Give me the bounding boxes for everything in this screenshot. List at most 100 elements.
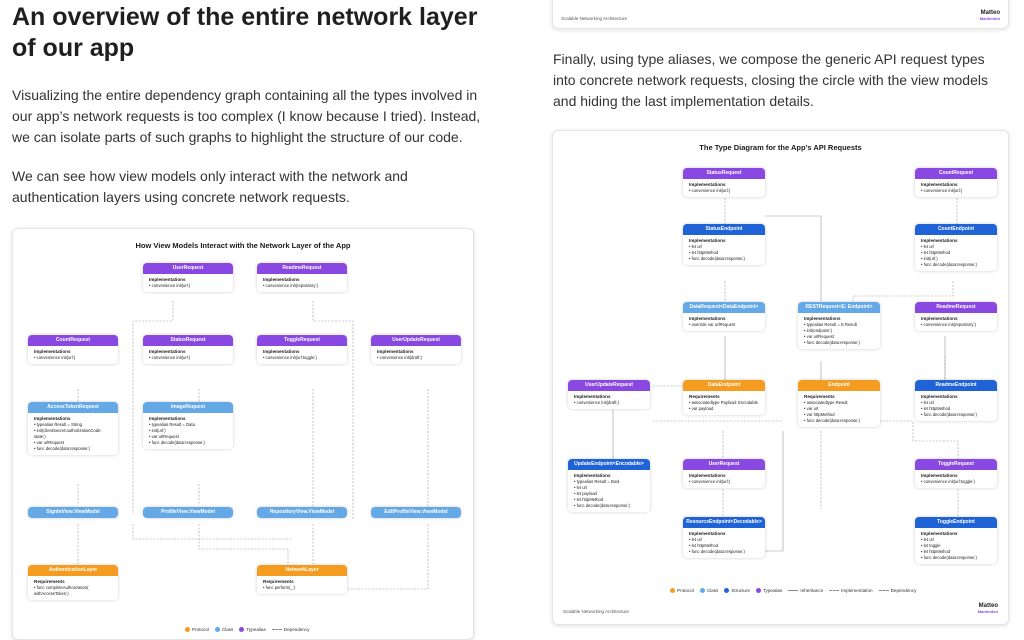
node-header: AccessTokenRequest (28, 402, 118, 413)
legend-dot-icon (239, 627, 245, 632)
paragraph-view-models: We can see how view models only interact… (12, 168, 408, 205)
node-body: Implementations• convenience init(url:to… (257, 346, 347, 364)
node-header: EditProfileView.ViewModel (371, 507, 461, 518)
node-section-title: Implementations (377, 349, 414, 354)
node-section-title: Implementations (689, 316, 726, 321)
node-header: UserUpdateRequest (371, 335, 461, 346)
node-header: StatusRequest (683, 168, 765, 179)
node-member: • func decode(data:response:) (689, 549, 745, 554)
node-member: • func completeAuthorization( (34, 585, 89, 590)
node-body: Implementations• convenience init(url:) (683, 470, 765, 488)
node-section-title: Requirements (804, 394, 835, 399)
node-member: • func perform(_:) (263, 585, 296, 590)
node-editprofile-vm: EditProfileView.ViewModel (371, 507, 461, 518)
paragraph-type-aliases: Finally, using type aliases, we compose … (553, 51, 988, 109)
legend-line-icon (878, 590, 889, 591)
node-section-title: Implementations (921, 531, 958, 536)
node-section-title: Implementations (921, 238, 958, 243)
node-header: ReadmeRequest (257, 263, 347, 274)
node-member: • let url (574, 485, 587, 490)
node-header: StatusRequest (143, 335, 233, 346)
legend-dot-icon (185, 627, 190, 632)
node-section-title: Implementations (689, 473, 726, 478)
node-member: • func decode(data:response:) (921, 555, 977, 560)
node-member: • convenience init(repository:) (263, 283, 318, 288)
node-body: Implementations• override var urlRequest (683, 313, 765, 331)
node-member: • associatedtype Result (804, 400, 848, 405)
node-member: • let toggle (921, 543, 941, 548)
node-member: • convenience init(url:) (689, 188, 731, 193)
brand-sub: Manferdini (979, 16, 1000, 21)
node-header: ReadmeEndpoint (915, 380, 997, 391)
node-r-resource-endpoint: ResourceEndpoint<Decodable>Implementatio… (683, 517, 765, 558)
node-member: • let url (689, 537, 702, 542)
node-body: Requirements• func completeAuthorization… (28, 576, 118, 600)
right-column: Scalable Networking Architecture Matteo … (535, 0, 1024, 640)
node-member: • convenience init(url:toggle:) (921, 479, 975, 484)
legend-line-icon (788, 590, 799, 591)
node-member: • var urlRequest (149, 434, 179, 439)
brand-name: Matteo (978, 603, 998, 609)
legend-label: Implementation (841, 588, 873, 593)
node-member: • associatedtype Payload: Encodable (689, 400, 758, 405)
node-r-update-endpoint: UpdateEndpoint<Encodable>Implementations… (568, 459, 650, 512)
node-profile-vm: ProfileView.ViewModel (143, 507, 233, 518)
node-member: • let httpMethod (921, 250, 951, 255)
node-header: ToggleRequest (257, 335, 347, 346)
legend-item: Protocol (670, 588, 694, 593)
node-member: • let httpMethod (689, 250, 719, 255)
node-member: • init(url:) (149, 428, 166, 433)
node-body: Requirements• func perform(_:) (257, 576, 347, 594)
node-body: Implementations• let url• let httpMethod… (915, 391, 997, 421)
node-r-data-request: DataRequest<DataEndpoint>Implementations… (683, 302, 765, 331)
legend-label: Dependency (283, 627, 310, 632)
left-column: An overview of the entire network layer … (0, 0, 490, 640)
node-section-title: Implementations (149, 277, 186, 282)
legend-label: Class (221, 627, 234, 632)
node-header: ResourceEndpoint<Decodable> (683, 517, 765, 528)
node-repository-vm: RepositoryView.ViewModel (257, 507, 347, 518)
node-header: UserRequest (683, 459, 765, 470)
node-header: ProfileView.ViewModel (143, 507, 233, 518)
node-body: Implementations• let url• let httpMethod… (915, 235, 997, 271)
node-header: UpdateEndpoint<Encodable> (568, 459, 650, 470)
node-member: • var payload (689, 406, 714, 411)
node-member: • func decode(data:response:) (689, 256, 745, 261)
brand-sub: Manferdini (977, 609, 998, 614)
node-member: • func decode(data:response:) (149, 440, 205, 445)
node-member: • typealias Result = E.Result (804, 322, 857, 327)
node-member: • var url (804, 406, 819, 411)
node-header: CountEndpoint (915, 224, 997, 235)
node-member: • convenience init(repository:) (921, 322, 976, 327)
legend-line-icon (271, 629, 282, 630)
legend-item: Protocol (185, 627, 209, 632)
node-member: • typealias Result = String (34, 422, 82, 427)
node-member: • let url (921, 244, 934, 249)
node-header: RepositoryView.ViewModel (257, 507, 347, 518)
legend-item: Inheritance (788, 588, 823, 593)
node-body: Implementations• let url• let httpMethod… (683, 528, 765, 558)
node-section-title: Implementations (689, 182, 726, 187)
legend-dot-icon (699, 588, 705, 593)
node-member: • let httpMethod (921, 549, 951, 554)
legend-label: Dependency (890, 588, 917, 593)
node-header: ImageRequest (143, 402, 233, 413)
legend-label: Class (706, 588, 719, 593)
node-member: • func decode(data:response:) (921, 262, 977, 267)
node-body: Implementations• typealias Result = Bool… (568, 470, 650, 512)
node-member: • func decode(data:response:) (804, 418, 860, 423)
node-member: • typealias Result = Data (149, 422, 195, 427)
node-body: Implementations• convenience init(url:to… (915, 470, 997, 488)
node-body: Implementations• typealias Result = E.Re… (798, 313, 880, 349)
node-section-title: Implementations (689, 238, 726, 243)
node-member: • convenience init(url:) (689, 479, 731, 484)
legend-dot-icon (756, 588, 761, 593)
node-header: CountRequest (28, 335, 118, 346)
view-models-diagram: How View Models Interact with the Networ… (12, 228, 474, 640)
